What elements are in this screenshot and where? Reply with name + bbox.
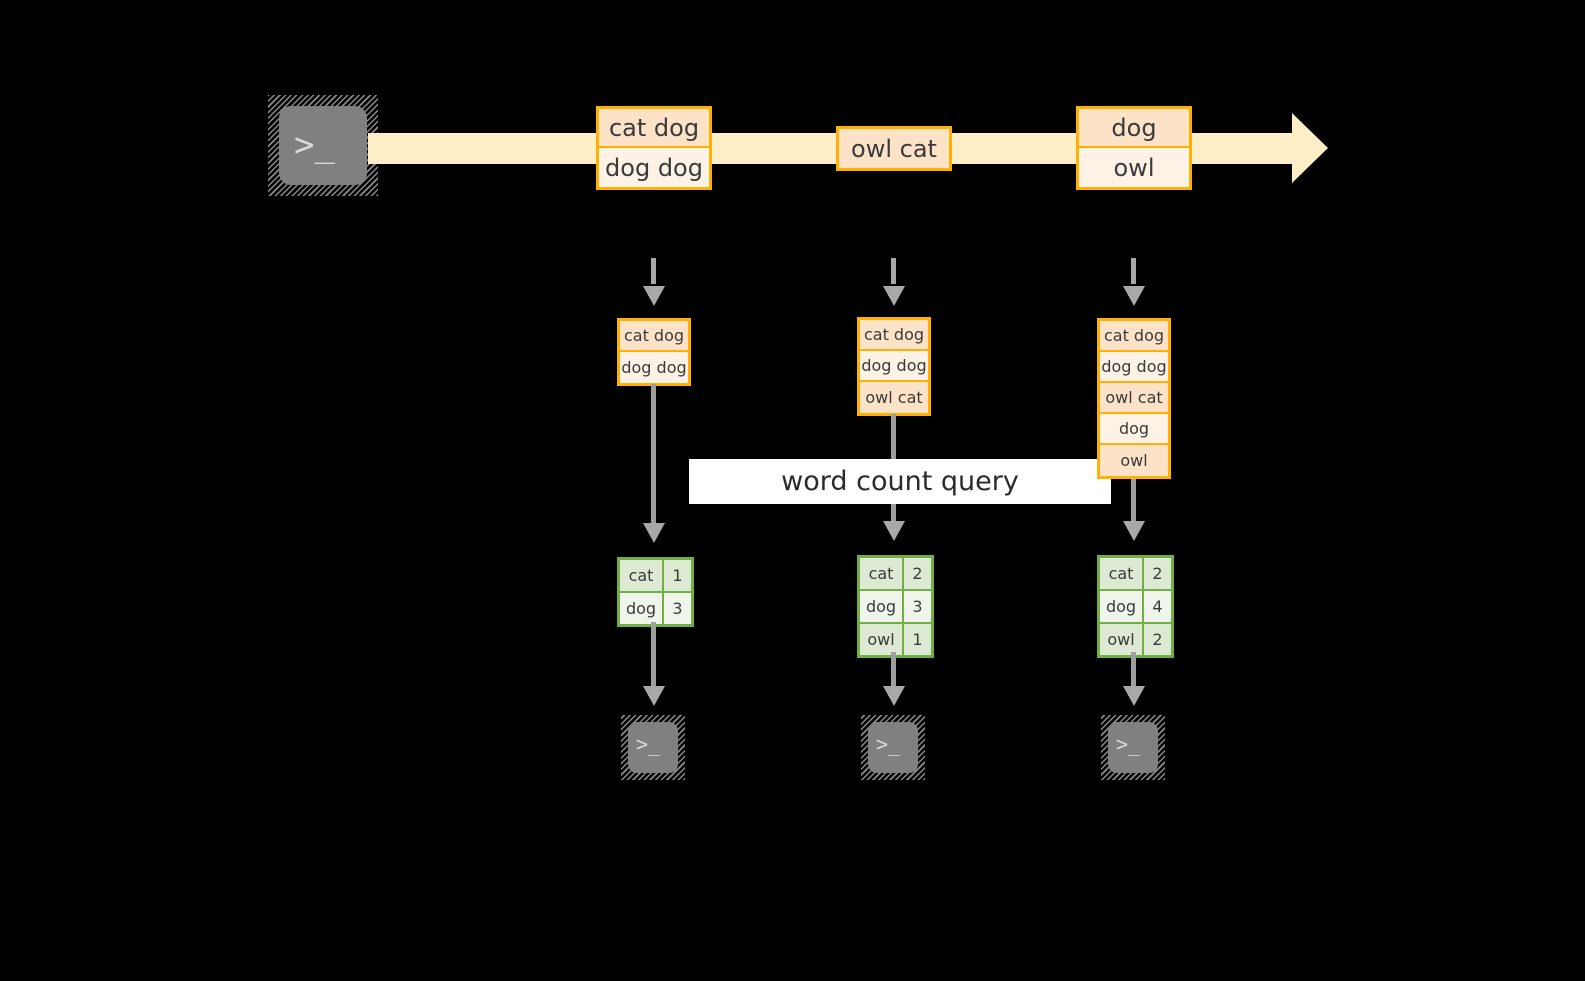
- count-word: dog: [620, 593, 664, 624]
- snapshot-2-count-table: cat 2 dog 3 owl 1: [857, 555, 934, 658]
- snapshot-2-sink-line: [891, 652, 896, 686]
- count-value: 3: [664, 593, 691, 624]
- snapshot-3-feed-arrowhead: [1123, 286, 1145, 306]
- accumulated-record: owl: [1100, 445, 1168, 476]
- snapshot-1-accumulated-records: cat dog dog dog: [617, 318, 691, 386]
- snapshot-2-sink-terminal-icon: >_: [861, 715, 925, 780]
- snapshot-1-sink-terminal-icon: >_: [621, 715, 685, 780]
- accumulated-record: dog: [1100, 414, 1168, 445]
- snapshot-3-count-table: cat 2 dog 4 owl 2: [1097, 555, 1174, 658]
- snapshot-1-query-line: [651, 384, 656, 524]
- terminal-body: [279, 106, 367, 185]
- event-stream-arrowhead: [1292, 113, 1328, 183]
- stream-record: cat dog: [599, 109, 709, 148]
- count-value: 2: [1144, 558, 1171, 589]
- snapshot-1-feed-arrowhead: [643, 286, 665, 306]
- snapshot-2-query-arrowhead: [883, 521, 905, 541]
- count-word: dog: [1100, 591, 1144, 622]
- stream-record: dog dog: [599, 148, 709, 187]
- count-value: 1: [664, 560, 691, 591]
- snapshot-2-feed-dash: [891, 258, 896, 284]
- count-word: owl: [1100, 624, 1144, 655]
- snapshot-2-accumulated-records: cat dog dog dog owl cat: [857, 317, 931, 416]
- count-value: 4: [1144, 591, 1171, 622]
- stream-record: owl cat: [839, 129, 949, 168]
- accumulated-record: cat dog: [620, 321, 688, 352]
- stream-record: owl: [1079, 148, 1189, 187]
- query-label-band: word count query: [689, 459, 1111, 504]
- terminal-body: [1108, 722, 1158, 773]
- table-row: owl 2: [1100, 624, 1171, 655]
- terminal-body: [868, 722, 918, 773]
- count-word: owl: [860, 624, 904, 655]
- snapshot-3-query-arrowhead: [1123, 521, 1145, 541]
- count-value: 2: [1144, 624, 1171, 655]
- accumulated-record: dog dog: [860, 351, 928, 382]
- accumulated-record: dog dog: [620, 352, 688, 383]
- snapshot-1-sink-arrowhead: [643, 686, 665, 706]
- accumulated-record: cat dog: [1100, 321, 1168, 352]
- count-word: cat: [1100, 558, 1144, 589]
- stream-batch-2: owl cat: [836, 126, 952, 171]
- terminal-prompt-glyph: >_: [1116, 732, 1141, 756]
- accumulated-record: cat dog: [860, 320, 928, 351]
- terminal-prompt-glyph: >_: [294, 125, 335, 165]
- terminal-body: [628, 722, 678, 773]
- snapshot-3-sink-line: [1131, 652, 1136, 686]
- count-value: 2: [904, 558, 931, 589]
- count-word: dog: [860, 591, 904, 622]
- snapshot-1-query-arrowhead: [643, 523, 665, 543]
- table-row: dog 3: [620, 593, 691, 624]
- terminal-prompt-glyph: >_: [636, 732, 661, 756]
- accumulated-record: owl cat: [1100, 383, 1168, 414]
- snapshot-1-sink-line: [651, 622, 656, 686]
- table-row: owl 1: [860, 624, 931, 655]
- snapshot-3-sink-arrowhead: [1123, 686, 1145, 706]
- count-value: 1: [904, 624, 931, 655]
- stream-batch-1: cat dog dog dog: [596, 106, 712, 190]
- stream-record: dog: [1079, 109, 1189, 148]
- table-row: cat 1: [620, 560, 691, 593]
- source-terminal-icon: >_: [268, 95, 378, 196]
- snapshot-3-feed-dash: [1131, 258, 1136, 284]
- snapshot-2-feed-arrowhead: [883, 286, 905, 306]
- snapshot-3-query-line: [1131, 470, 1136, 522]
- snapshot-2-sink-arrowhead: [883, 686, 905, 706]
- query-label-text: word count query: [781, 466, 1019, 497]
- table-row: cat 2: [860, 558, 931, 591]
- terminal-prompt-glyph: >_: [876, 732, 901, 756]
- table-row: dog 3: [860, 591, 931, 624]
- table-row: cat 2: [1100, 558, 1171, 591]
- accumulated-record: owl cat: [860, 382, 928, 413]
- snapshot-3-sink-terminal-icon: >_: [1101, 715, 1165, 780]
- snapshot-3-accumulated-records: cat dog dog dog owl cat dog owl: [1097, 318, 1171, 479]
- table-row: dog 4: [1100, 591, 1171, 624]
- snapshot-1-feed-dash: [651, 258, 656, 284]
- count-word: cat: [620, 560, 664, 591]
- count-value: 3: [904, 591, 931, 622]
- count-word: cat: [860, 558, 904, 589]
- snapshot-1-count-table: cat 1 dog 3: [617, 557, 694, 627]
- stream-batch-3: dog owl: [1076, 106, 1192, 190]
- accumulated-record: dog dog: [1100, 352, 1168, 383]
